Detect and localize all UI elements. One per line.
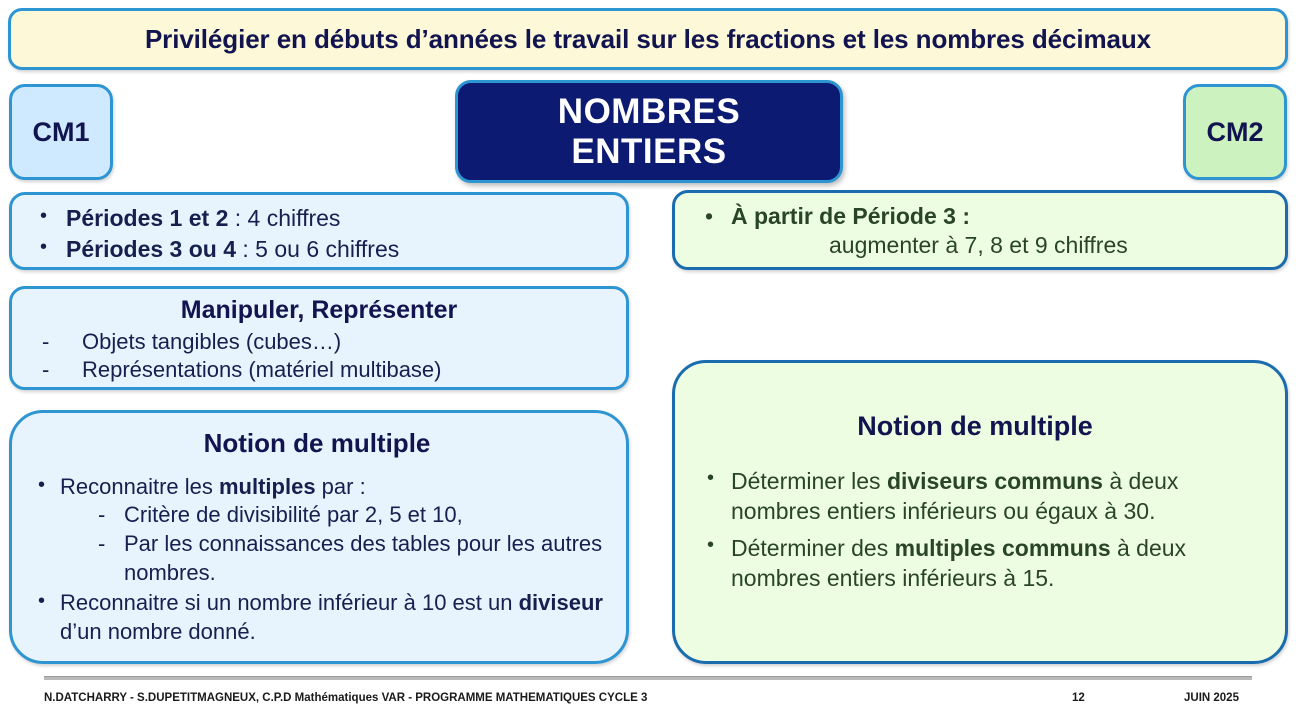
cm2-bullet2-post: à deux nombres entiers inférieurs à 15. <box>731 534 1187 592</box>
cm1-notion-multiple-title: Notion de multiple <box>203 428 431 458</box>
cm2-notion-multiple-list: Déterminer les diviseurs communs à deux … <box>691 465 1259 594</box>
footer-page-number: 12 <box>1072 692 1085 704</box>
center-heading: NOMBRES ENTIERS <box>455 80 843 183</box>
footer-divider <box>44 676 1252 680</box>
cm1-notion-multiple-list: Reconnaitre les multiples par : Critère … <box>22 472 612 647</box>
list-item: Représentations (matériel multibase) <box>18 356 620 384</box>
cm2-periode-line1-label: À partir de Période 3 : <box>731 203 971 229</box>
cm2-periodes-box: À partir de Période 3 : augmenter à 7, 8… <box>672 190 1288 270</box>
cm1-periode-2-label: Périodes 3 ou 4 <box>66 235 237 262</box>
cm1-bullet2-pre: Reconnaitre si un nombre inférieur à 10 … <box>60 590 519 616</box>
cm2-periode-line1: À partir de Période 3 : <box>681 203 1279 230</box>
list-item: Déterminer les diviseurs communs à deux … <box>691 465 1259 527</box>
cm2-notion-multiple-box: Notion de multiple Déterminer les divise… <box>672 360 1288 664</box>
cm1-periodes-list: Périodes 1 et 2 : 4 chiffres Périodes 3 … <box>18 203 620 265</box>
cm2-notion-multiple-title: Notion de multiple <box>857 411 1093 441</box>
cm2-bullet1-post: à deux nombres entiers inférieurs ou éga… <box>731 468 1179 525</box>
list-item: Périodes 1 et 2 : 4 chiffres <box>18 203 620 234</box>
cm2-periode-line2: augmenter à 7, 8 et 9 chiffres <box>829 232 1128 258</box>
level-chip-cm1-label: CM1 <box>32 116 90 147</box>
cm1-bullet1-post: par : <box>315 473 366 499</box>
cm1-manipuler-list: Objets tangibles (cubes…) Représentation… <box>18 328 620 384</box>
list-item: Périodes 3 ou 4 : 5 ou 6 chiffres <box>18 234 620 265</box>
cm1-periode-1-value: : 4 chiffres <box>228 205 341 231</box>
list-item: Objets tangibles (cubes…) <box>18 328 620 356</box>
list-item: Reconnaitre les multiples par : Critère … <box>22 472 612 587</box>
list-item: Par les connaissances des tables pour le… <box>90 530 612 587</box>
level-chip-cm1: CM1 <box>9 84 113 180</box>
cm1-manipuler-box: Manipuler, Représenter Objets tangibles … <box>9 286 629 390</box>
cm1-bullet2-post: d’un nombre donné. <box>60 618 256 644</box>
cm1-periodes-box: Périodes 1 et 2 : 4 chiffres Périodes 3 … <box>9 192 629 270</box>
footer-date: JUIN 2025 <box>1184 692 1239 704</box>
cm2-bullet2-pre: Déterminer des <box>731 534 895 561</box>
cm1-bullet1-bold: multiples <box>218 473 316 499</box>
level-chip-cm2: CM2 <box>1183 84 1287 180</box>
list-item: Reconnaitre si un nombre inférieur à 10 … <box>22 588 612 646</box>
cm1-manipuler-title: Manipuler, Représenter <box>180 296 458 324</box>
cm1-periode-1-label: Périodes 1 et 2 <box>66 205 229 231</box>
cm1-bullet1-pre: Reconnaitre les <box>60 473 219 499</box>
footer-credits: N.DATCHARRY - S.DUPETITMAGNEUX, C.P.D Ma… <box>44 692 648 704</box>
cm2-bullet1-bold: diviseurs communs <box>886 468 1103 495</box>
center-heading-line2: ENTIERS <box>571 131 727 171</box>
cm1-periode-2-value: : 5 ou 6 chiffres <box>236 235 400 262</box>
list-item: Critère de divisibilité par 2, 5 et 10, <box>90 501 612 530</box>
slide-title-banner: Privilégier en débuts d’années le travai… <box>8 8 1288 70</box>
cm1-notion-multiple-box: Notion de multiple Reconnaitre les multi… <box>9 410 629 664</box>
cm1-bullet2-bold: diviseur <box>518 590 603 616</box>
page-title: Privilégier en débuts d’années le travai… <box>144 23 1152 54</box>
footer: N.DATCHARRY - S.DUPETITMAGNEUX, C.P.D Ma… <box>44 692 1254 704</box>
level-chip-cm2-label: CM2 <box>1206 116 1264 147</box>
cm1-notion-multiple-sublist: Critère de divisibilité par 2, 5 et 10, … <box>90 501 612 587</box>
cm2-bullet2-bold: multiples communs <box>894 534 1111 561</box>
cm2-bullet1-pre: Déterminer les <box>731 468 887 495</box>
list-item: Déterminer des multiples communs à deux … <box>691 532 1259 594</box>
center-heading-line1: NOMBRES <box>557 92 741 132</box>
